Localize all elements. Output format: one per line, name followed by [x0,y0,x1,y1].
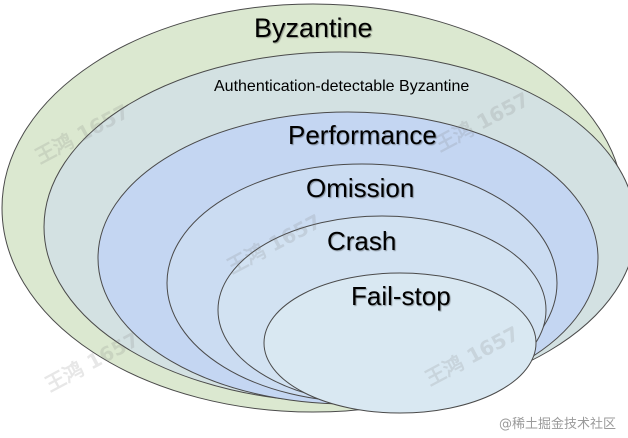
fail-stop-label: Fail-stop [351,281,451,311]
byzantine-label: Byzantine [254,13,373,43]
crash-label: Crash [327,226,397,256]
performance-label: Performance [288,120,437,150]
authentication-detectable-byzantine-label: Authentication-detectable Byzantine [214,78,470,95]
source-credit: @稀土掘金技术社区 [498,417,616,432]
omission-label: Omission [306,173,415,203]
fail-stop-ellipse [263,272,537,414]
